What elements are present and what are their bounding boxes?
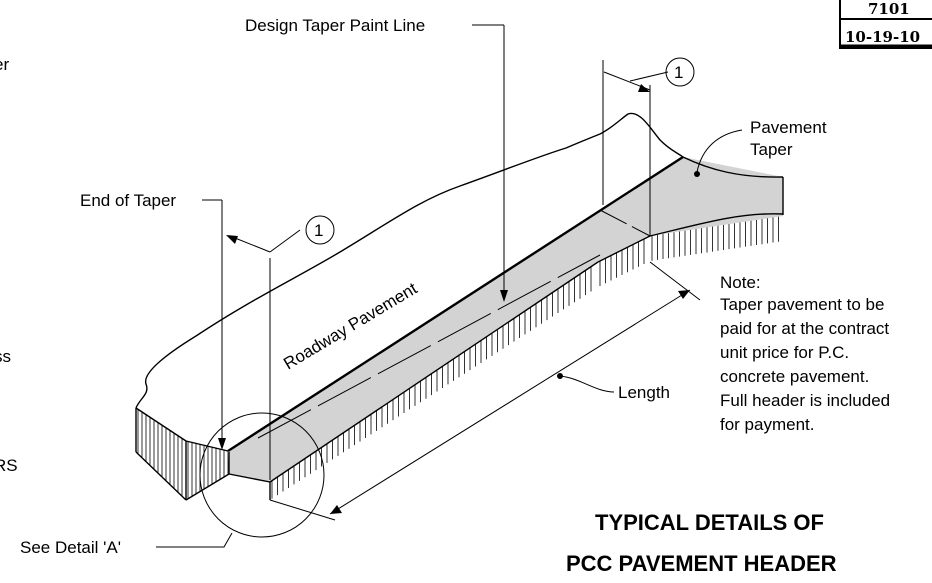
note-line: Full header is included (720, 391, 890, 410)
paint-line-arrowhead (500, 290, 508, 302)
pavement-front-edge (135, 407, 187, 442)
callout-right-arrowhead (638, 84, 650, 92)
pavement-taper-leader-dot (694, 171, 700, 177)
pavement-base-edge-2 (185, 473, 230, 501)
detail-a-leader (156, 532, 233, 548)
edge-fragment-middle: ss (0, 347, 11, 366)
see-detail-label: See Detail 'A' (20, 538, 121, 557)
length-extension-start (269, 499, 336, 521)
note-line: unit price for P.C. (720, 343, 849, 362)
callout-left-circle (305, 215, 335, 245)
stamp-number: 7101 (868, 0, 910, 18)
taper-outer-edge (269, 261, 599, 483)
taper-outer-edge-2 (597, 235, 651, 263)
length-dimension-line (329, 289, 691, 515)
taper-section-line (599, 209, 651, 237)
drawing-stamp: 7101 10-19-10 (839, 0, 932, 49)
callout-right-circle (665, 57, 695, 87)
note-heading: Note: (720, 273, 761, 292)
note-line: for payment. (720, 415, 815, 434)
design-taper-paint-line-label: Design Taper Paint Line (245, 16, 425, 35)
pavement-base-edge-1 (135, 451, 187, 501)
callout-right-leader (629, 71, 669, 82)
pavement-taper-label-2: Taper (750, 140, 793, 159)
taper-surface (228, 157, 783, 482)
end-of-taper-arrowhead (218, 438, 226, 450)
callout-left-arrowhead (226, 235, 238, 244)
edge-fragment-top: er (0, 55, 9, 74)
pavement-taper-label-1: Pavement (750, 118, 827, 137)
length-extension-end (649, 261, 701, 301)
note-block: Note: Taper pavement to be paid for at t… (720, 273, 890, 434)
taper-dash-line (257, 254, 601, 439)
note-line: concrete pavement. (720, 367, 869, 386)
roadway-pavement-outline (135, 112, 684, 409)
end-of-taper-label: End of Taper (80, 191, 176, 210)
drawing-title-line1: TYPICAL DETAILS OF (595, 510, 824, 535)
design-taper-paint-line (227, 155, 684, 453)
length-leader (559, 375, 615, 393)
drawing-title-line2: PCC PAVEMENT HEADER (566, 551, 837, 576)
pavement-taper-leader (696, 129, 743, 173)
detail-a-circle (199, 412, 325, 538)
taper-far-edge (649, 213, 784, 237)
callout-left-leader (269, 229, 301, 253)
taper-wavy-edge (682, 156, 784, 178)
callout-left-number: 1 (314, 221, 323, 240)
length-arrowhead-end (678, 290, 690, 299)
length-arrowhead-start (330, 505, 342, 514)
taper-side-hatch (271, 215, 779, 499)
edge-fragment-bottom: RS (0, 456, 18, 475)
pavement-end-hatch (137, 409, 183, 497)
note-line: Taper pavement to be (720, 295, 884, 314)
taper-front-edge (228, 473, 271, 483)
length-label: Length (618, 383, 670, 402)
stamp-date: 10-19-10 (845, 28, 920, 46)
note-line: paid for at the contract (720, 319, 889, 338)
callout-right-number: 1 (674, 63, 683, 82)
